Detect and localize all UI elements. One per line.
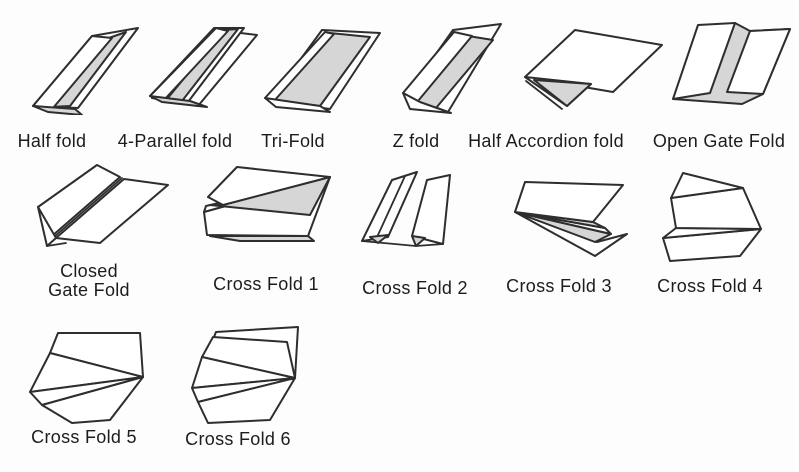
closed-gate-fold-label-line1: Closed (60, 261, 118, 281)
fold-edge-line (46, 242, 67, 247)
base-edge-line (361, 240, 417, 247)
cross-fold-2-label: Cross Fold 2 (362, 278, 468, 298)
cross-fold-1-figure (203, 166, 331, 242)
paper-face (55, 178, 169, 244)
paper-face (264, 97, 331, 113)
closed-gate-fold-figure (37, 164, 169, 247)
half-accordion-fold-figure (524, 29, 663, 110)
paper-face (672, 22, 736, 100)
closed-gate-fold-label-line2: Gate Fold (48, 280, 130, 300)
paper-face (524, 29, 663, 93)
tri-fold-label: Tri-Fold (261, 131, 325, 151)
paper-face (514, 181, 624, 223)
cross-fold-6-label: Cross Fold 6 (185, 429, 291, 449)
paper-face (726, 28, 791, 95)
z-fold-label: Z fold (392, 131, 440, 151)
cross-fold-3-label: Cross Fold 3 (506, 276, 612, 296)
tri-fold-figure (264, 29, 381, 113)
cross-fold-4-label: Cross Fold 4 (657, 276, 763, 296)
cross-fold-2-figure (361, 171, 451, 247)
cross-fold-5-label: Cross Fold 5 (31, 427, 137, 447)
cross-fold-4-figure (662, 172, 762, 262)
cross-fold-6-figure (191, 326, 299, 424)
4-parallel-fold-figure (149, 27, 258, 108)
paper-face (402, 92, 452, 114)
closed-gate-fold-label: Closed Gate Fold (48, 262, 130, 300)
paper-face (197, 377, 296, 424)
shade-face (369, 234, 389, 244)
cross-fold-3-figure (514, 181, 628, 257)
half-accordion-fold-label: Half Accordion fold (468, 131, 624, 151)
shade-face (149, 95, 208, 108)
4-parallel-fold-label: 4-Parallel fold (117, 131, 233, 151)
fold-edge-line (525, 80, 563, 110)
paper-face (361, 171, 418, 242)
base-edge-line (415, 243, 444, 247)
cross-fold-5-figure (29, 332, 144, 424)
paper-face (411, 174, 451, 245)
half-fold-label: Half fold (17, 131, 87, 151)
open-gate-fold-label: Open Gate Fold (652, 131, 786, 151)
shade-face (533, 79, 592, 107)
half-fold-figure (32, 27, 139, 115)
paper-face (41, 376, 144, 424)
seam-line (53, 177, 123, 238)
cross-fold-1-label: Cross Fold 1 (213, 274, 319, 294)
fold-edge-line (377, 175, 406, 236)
shade-face (209, 235, 315, 242)
shade-face (411, 235, 426, 247)
shade-face (32, 105, 83, 115)
paper-face (207, 166, 331, 206)
paper-face (670, 172, 744, 199)
paper-face (37, 206, 57, 247)
z-fold-figure (402, 23, 502, 114)
open-gate-fold-figure (672, 22, 791, 105)
